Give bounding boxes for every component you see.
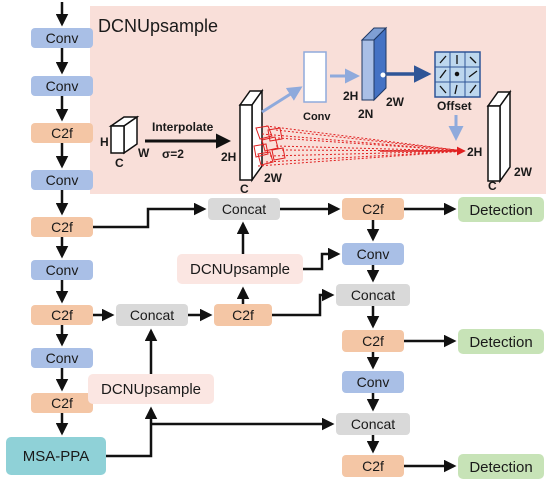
detection-1: Detection [458,197,544,222]
offset-conv-label: Conv [303,111,331,123]
detection-label: Detection [469,334,532,351]
input-w-label: W [138,146,150,160]
deformable-sampling-grid [253,125,286,166]
head-label: Concat [351,416,395,432]
offset-2w-label: 2W [386,95,405,109]
offset-kernel-grid [434,51,481,98]
backbone-c2f-2: C2f [31,217,93,237]
offset-feature-map [360,26,388,102]
output-feature [486,89,512,184]
backbone-conv-4: Conv [31,260,93,280]
neck-dcnupsample-low: DCNUpsample [88,374,214,404]
backbone-label: C2f [51,219,73,235]
head-label: Conv [357,246,390,262]
detection-label: Detection [469,459,532,476]
head-c2f-2: C2f [342,330,404,352]
neck-label: DCNUpsample [190,261,290,278]
offset-conv-box [303,51,327,103]
msa-ppa-label: MSA-PPA [23,448,89,465]
backbone-conv-5: Conv [31,348,93,368]
msa-ppa-block: MSA-PPA [6,437,106,475]
backbone-label: C2f [51,125,73,141]
input-c-label: C [115,156,124,170]
backbone-label: C2f [51,307,73,323]
backbone-c2f-4: C2f [31,393,93,413]
input-feature-cube [108,115,140,155]
backbone-label: Conv [46,350,79,366]
interp-c-label: C [240,182,249,196]
neck-label: Concat [222,201,266,217]
neck-c2f-low: C2f [214,304,272,326]
backbone-label: Conv [46,78,79,94]
backbone-label: C2f [51,395,73,411]
backbone-c2f-1: C2f [31,123,93,143]
output-2h-label: 2H [467,145,482,159]
detection-label: Detection [469,202,532,219]
head-conv-2: Conv [342,371,404,393]
head-concat-2: Concat [336,284,410,306]
offset-2h-label: 2H [343,89,358,103]
output-c-label: C [488,179,497,193]
offset-label: Offset [437,99,472,113]
backbone-label: Conv [46,30,79,46]
head-label: C2f [362,201,384,217]
head-conv-1: Conv [342,243,404,265]
offset-2n-label: 2N [358,107,373,121]
backbone-label: Conv [46,172,79,188]
panel-title: DCNUpsample [98,16,218,36]
backbone-conv-3: Conv [31,170,93,190]
head-concat-3: Concat [336,413,410,435]
interp-2w-label: 2W [264,171,283,185]
head-label: C2f [362,333,384,349]
head-c2f-top: C2f [342,198,404,220]
sigma-label: σ=2 [162,147,184,161]
interp-to-conv-arrow [261,86,303,114]
head-label: Concat [351,287,395,303]
neck-label: Concat [130,307,174,323]
neck-concat-top: Concat [208,198,280,220]
neck-concat-low: Concat [116,304,188,326]
backbone-conv-2: Conv [31,76,93,96]
backbone-conv-1: Conv [31,28,93,48]
backbone-c2f-3: C2f [31,305,93,325]
interp-2h-label: 2H [221,150,236,164]
head-label: C2f [362,458,384,474]
neck-dcnupsample-high: DCNUpsample [177,254,303,284]
neck-label: DCNUpsample [101,381,201,398]
output-2w-label: 2W [514,165,533,179]
backbone-label: Conv [46,262,79,278]
head-label: Conv [357,374,390,390]
detection-2: Detection [458,329,544,354]
neck-label: C2f [232,307,254,323]
head-c2f-3: C2f [342,455,404,477]
detection-3: Detection [458,454,544,479]
connections [93,202,457,473]
interpolate-label: Interpolate [152,120,214,134]
input-h-label: H [100,135,109,149]
